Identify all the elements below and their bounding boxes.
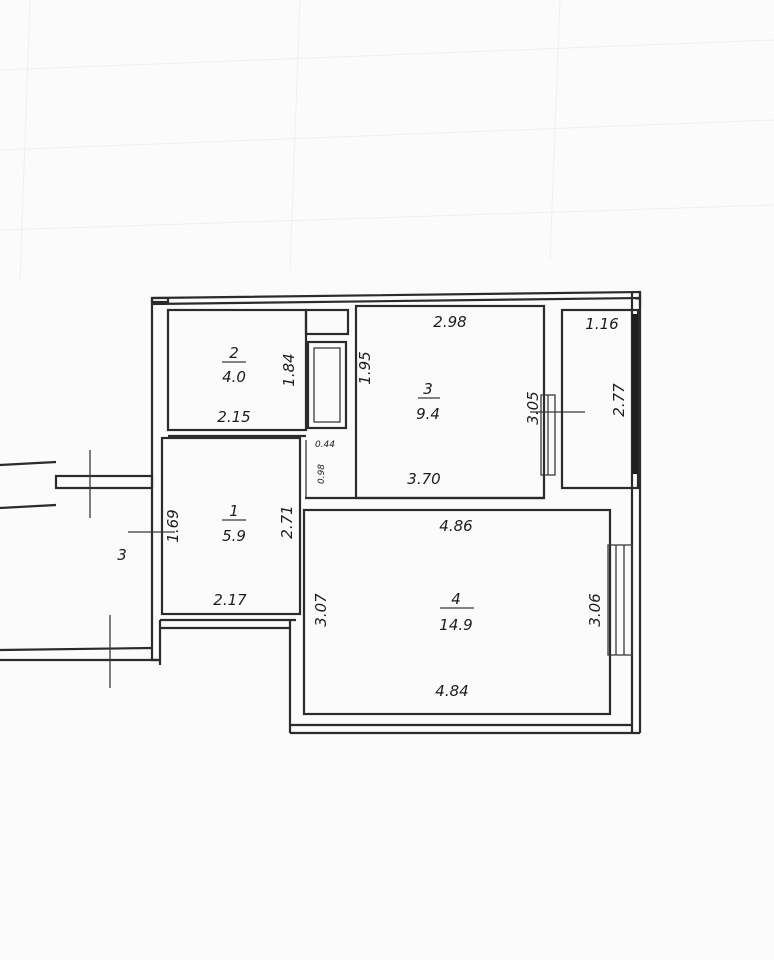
dim-balcony-width: 1.16 <box>585 315 618 333</box>
dim-room2-width: 2.15 <box>217 408 250 426</box>
dim-room3-bottom: 3.70 <box>407 470 440 488</box>
room-4-area: 14.9 <box>439 616 472 634</box>
dim-room4-top: 4.86 <box>439 517 472 535</box>
room-2 <box>166 308 308 438</box>
outside-label: 3 <box>117 546 127 564</box>
room-2-number: 2 <box>229 344 239 362</box>
dim-room3-height: 3.05 <box>524 391 542 424</box>
dim-bath-height: 1.95 <box>356 351 374 384</box>
balcony <box>560 308 640 490</box>
dim-room1-height-right: 2.71 <box>278 505 296 538</box>
room-1 <box>160 436 307 616</box>
room-3-number: 3 <box>423 380 433 398</box>
dim-room3-top: 2.98 <box>433 313 466 331</box>
dim-room4-left: 3.07 <box>312 593 330 627</box>
dim-small-b: 0.98 <box>317 464 327 484</box>
dim-small-a: 0.44 <box>315 440 335 450</box>
room-3 <box>305 304 585 500</box>
dim-room1-width: 2.17 <box>213 591 247 609</box>
dim-room1-height-left: 1.69 <box>164 509 182 542</box>
bath-block <box>304 308 350 430</box>
room-4-number: 4 <box>451 590 461 608</box>
dim-room2-height: 1.84 <box>280 353 298 386</box>
room-1-number: 1 <box>229 502 239 520</box>
room-3-area: 9.4 <box>416 405 440 423</box>
dim-balcony-height: 2.77 <box>610 383 628 417</box>
room-1-area: 5.9 <box>222 527 246 545</box>
room-4 <box>302 508 633 716</box>
dimension-labels: 2.15 1.84 1.95 2.98 3.70 3.05 1.16 2.77 … <box>164 313 628 700</box>
outer-walls <box>150 290 642 735</box>
room-2-area: 4.0 <box>222 368 246 386</box>
entrance-corridor <box>0 450 175 688</box>
scan-texture <box>0 0 774 281</box>
room-labels: 2 4.0 3 9.4 1 5.9 4 14.9 3 <box>117 344 474 634</box>
dim-room4-bottom: 4.84 <box>435 682 468 700</box>
dim-room4-right: 3.06 <box>586 593 604 626</box>
